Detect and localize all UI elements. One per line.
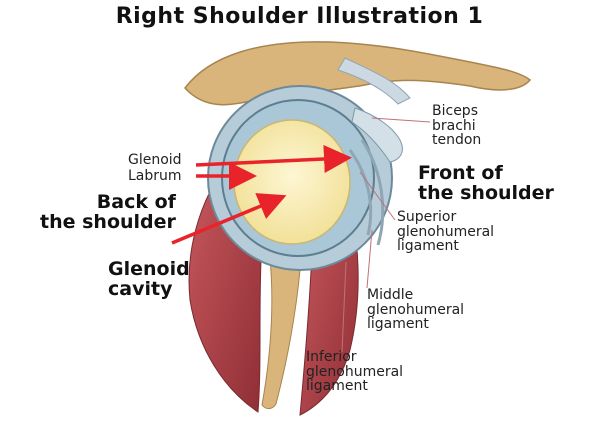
labrum-label: Labrum bbox=[128, 168, 182, 184]
leader-lines bbox=[341, 117, 431, 353]
middle-ligament-label: Middle glenohumeral ligament bbox=[367, 287, 465, 333]
biceps-tendon-shape bbox=[351, 107, 403, 163]
arrow-icon bbox=[171, 193, 287, 245]
arrow-icon bbox=[195, 145, 352, 173]
glenoid-label: Glenoid bbox=[128, 152, 182, 168]
biceps-tendon-label: Biceps brachi tendon bbox=[432, 103, 482, 149]
glenoid-cavity-label: Glenoid cavity bbox=[108, 258, 190, 300]
inferior-ligament-label: Inferior glenohumeral ligament bbox=[306, 349, 404, 395]
superior-ligament-label: Superior glenohumeral ligament bbox=[397, 209, 495, 255]
ligament-bands bbox=[348, 149, 373, 236]
glenoid-cavity-surface bbox=[233, 119, 351, 245]
front-of-shoulder-label: Front of the shoulder bbox=[418, 162, 554, 204]
page-title: Right Shoulder Illustration 1 bbox=[115, 4, 484, 29]
scapula bbox=[261, 239, 303, 410]
pointer-arrows bbox=[171, 145, 352, 245]
back-of-shoulder-label: Back of the shoulder bbox=[40, 191, 176, 233]
